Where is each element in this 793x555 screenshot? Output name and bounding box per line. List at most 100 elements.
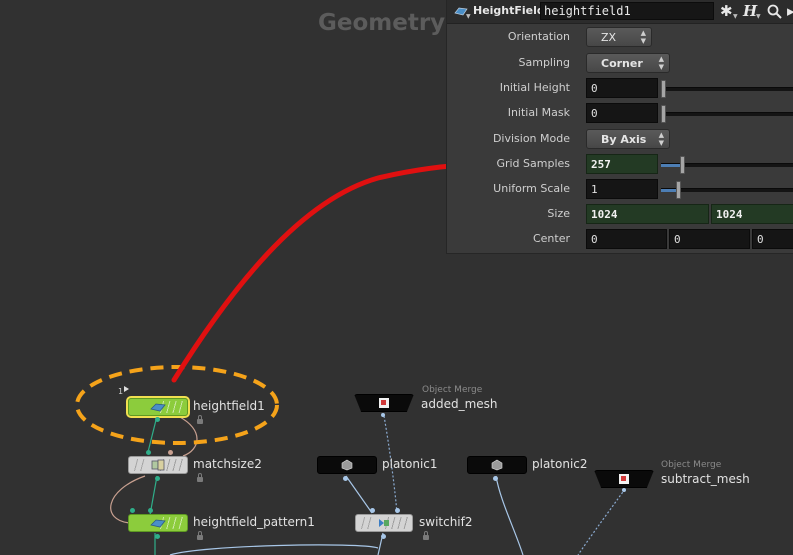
node-stripes: [359, 517, 373, 529]
initial-mask-slider[interactable]: [661, 105, 793, 123]
param-label: Grid Samples: [496, 157, 570, 170]
size-x-field[interactable]: 1024: [586, 204, 709, 224]
input-connector[interactable]: [395, 508, 400, 513]
node-subtract-mesh[interactable]: [594, 470, 654, 488]
node-type-label-subtract-mesh: Object Merge: [661, 460, 722, 470]
output-connector[interactable]: [381, 534, 386, 539]
input-connector[interactable]: [148, 508, 153, 513]
node-label-platonic1: platonic1: [382, 457, 438, 471]
node-stripes: [383, 517, 409, 529]
node-matchsize2[interactable]: [128, 456, 188, 474]
output-connector[interactable]: [622, 488, 626, 492]
sampling-menu[interactable]: Corner ▲▼: [586, 53, 670, 73]
node-label-heightfield-pattern1: heightfield_pattern1: [193, 515, 315, 529]
chevron-down-icon[interactable]: ▼: [756, 13, 761, 20]
slider-handle[interactable]: [676, 181, 682, 199]
more-icon[interactable]: ▸: [787, 2, 793, 20]
node-type-label-added-mesh: Object Merge: [422, 385, 483, 395]
menu-arrows-icon: ▲▼: [640, 29, 646, 45]
node-stripes: [132, 459, 146, 471]
division-mode-menu[interactable]: By Axis ▲▼: [586, 129, 670, 149]
initial-height-field[interactable]: 0: [586, 78, 658, 98]
param-center: Center 0 0 0: [447, 229, 793, 251]
node-added-mesh[interactable]: [354, 394, 414, 412]
slider-fill: [661, 164, 683, 167]
output-connector[interactable]: [493, 476, 498, 481]
network-context-title: Geometry: [318, 10, 446, 36]
uniform-scale-slider[interactable]: [661, 181, 793, 199]
node-heightfield1[interactable]: [126, 396, 190, 418]
gear-icon[interactable]: ✱: [720, 2, 733, 20]
node-platonic1[interactable]: [317, 456, 377, 474]
uniform-scale-field[interactable]: 1: [586, 179, 658, 199]
center-x-field[interactable]: 0: [586, 229, 667, 249]
wire-platonic1-switchif: [345, 475, 373, 514]
param-uniform-scale: Uniform Scale 1: [447, 179, 793, 201]
grid-samples-field[interactable]: 257: [586, 154, 658, 174]
node-stripes: [158, 517, 184, 529]
output-connector[interactable]: [155, 534, 160, 539]
node-stripes: [158, 459, 184, 471]
matchsize-icon: [151, 459, 165, 471]
slider-handle[interactable]: [661, 80, 666, 98]
wire-platonic2-out: [495, 475, 524, 555]
node-heightfield-pattern1[interactable]: [128, 514, 188, 532]
node-label-matchsize2: matchsize2: [193, 457, 262, 471]
wire-heightfield1-matchsize2-b: [177, 415, 198, 457]
input-connector[interactable]: [168, 450, 173, 455]
slider-handle[interactable]: [661, 105, 666, 123]
help-icon[interactable]: H: [743, 2, 758, 20]
param-label: Uniform Scale: [493, 182, 570, 195]
node-label-switchif2: switchif2: [419, 515, 473, 529]
param-label: Initial Mask: [507, 106, 570, 119]
param-label: Orientation: [507, 30, 570, 43]
heightfield-icon: [150, 403, 166, 412]
node-name-input[interactable]: [540, 2, 714, 20]
initial-mask-field[interactable]: 0: [586, 103, 658, 123]
param-orientation: Orientation ZX ▲▼: [447, 27, 793, 49]
input-connector[interactable]: [130, 508, 135, 513]
param-label: Initial Height: [499, 81, 570, 94]
lock-icon: [423, 531, 429, 540]
output-connector[interactable]: [343, 476, 348, 481]
lock-icon: [197, 415, 203, 424]
node-platonic2[interactable]: [467, 456, 527, 474]
menu-arrows-icon: ▲▼: [658, 131, 664, 147]
initial-height-slider[interactable]: [661, 80, 793, 98]
node-label-added-mesh: added_mesh: [421, 397, 498, 411]
search-icon[interactable]: [767, 4, 782, 19]
parameter-panel: ▼ HeightField ✱ ▼ H ▼ ▸ Orientation ZX ▲…: [446, 0, 793, 254]
platonic-icon: [341, 459, 353, 471]
lock-icon: [197, 473, 203, 482]
orientation-menu[interactable]: ZX ▲▼: [586, 27, 652, 47]
output-connector[interactable]: [155, 417, 160, 422]
param-size: Size 1024 1024: [447, 204, 793, 226]
node-label-subtract-mesh: subtract_mesh: [661, 472, 750, 486]
node-switchif2[interactable]: [355, 514, 413, 532]
input-connector[interactable]: [370, 508, 375, 513]
param-label: Size: [547, 207, 570, 220]
heightfield-pattern-icon: [150, 519, 166, 528]
menu-value: ZX: [601, 31, 617, 44]
param-division-mode: Division Mode By Axis ▲▼: [447, 129, 793, 151]
wire-matchsize2-pattern: [110, 475, 146, 524]
wire-subtract-mesh-out: [577, 488, 626, 555]
param-initial-height: Initial Height 0: [447, 78, 793, 100]
grid-samples-slider[interactable]: [661, 156, 793, 174]
chevron-down-icon[interactable]: ▼: [733, 13, 738, 20]
chevron-down-icon[interactable]: ▼: [466, 13, 471, 20]
center-y-field[interactable]: 0: [669, 229, 750, 249]
size-y-field[interactable]: 1024: [711, 204, 793, 224]
param-initial-mask: Initial Mask 0: [447, 103, 793, 125]
output-connector[interactable]: [381, 413, 385, 417]
display-flag-icon: [124, 386, 129, 392]
output-connector[interactable]: [155, 476, 160, 481]
center-z-field[interactable]: 0: [752, 229, 793, 249]
input-connector[interactable]: [146, 450, 151, 455]
param-sampling: Sampling Corner ▲▼: [447, 53, 793, 75]
param-grid-samples: Grid Samples 257: [447, 154, 793, 176]
slider-handle[interactable]: [680, 156, 686, 174]
heightfield-icon: [454, 7, 468, 16]
param-label: Center: [532, 232, 570, 245]
object-merge-icon: [619, 474, 629, 484]
